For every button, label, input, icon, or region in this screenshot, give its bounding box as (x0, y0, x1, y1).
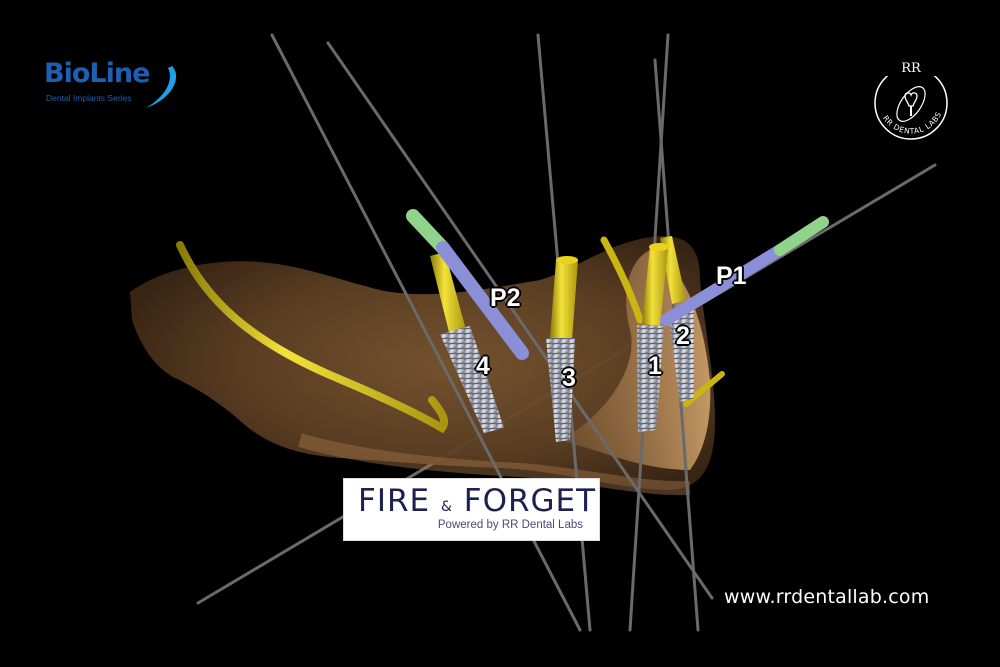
nerve-canal-lower-right (683, 371, 725, 407)
implant-label-1: 1 (648, 352, 662, 380)
product-title-amp: & (440, 499, 453, 515)
nerve-canal-right (600, 236, 644, 324)
rr-dental-labs-logo: RR RR DENTAL LABS (870, 61, 952, 144)
nerve-canal (176, 241, 449, 434)
bioline-logo: BioLine Dental Implants Series (44, 58, 184, 118)
rr-logo-initials: RR (870, 61, 952, 76)
product-title-part1: FIRE (358, 483, 431, 519)
implant-label-2: 2 (676, 322, 690, 350)
product-title: FIRE & FORGET (358, 483, 596, 519)
pin-p1[interactable] (660, 216, 829, 326)
product-subtitle: Powered by RR Dental Labs (437, 519, 583, 531)
product-title-part2: FORGET (463, 483, 597, 519)
implant-1[interactable] (637, 243, 669, 432)
fire-and-forget-banner: FIRE & FORGET Powered by RR Dental Labs (343, 478, 600, 541)
rr-logo-text: RR DENTAL LABS (881, 110, 943, 136)
pin-label-p1: P1 (716, 262, 747, 290)
implant-label-4: 4 (476, 352, 490, 380)
website-link[interactable]: www.rrdentallab.com (724, 586, 930, 608)
mandible-bone (130, 235, 715, 496)
bioline-name: BioLine (44, 58, 150, 89)
implant-3[interactable] (546, 256, 578, 442)
rr-logo-arc-text: RR DENTAL LABS (881, 110, 943, 136)
svg-text:RR DENTAL LABS: RR DENTAL LABS (881, 110, 943, 136)
bioline-swoosh-icon (146, 66, 177, 108)
implant-4[interactable] (430, 252, 504, 433)
bioline-tagline: Dental Implants Series (46, 93, 132, 103)
guide-line-p2 (326, 41, 714, 600)
pin-label-p2: P2 (490, 284, 521, 312)
pin-p2[interactable] (406, 209, 529, 360)
implant-label-3: 3 (562, 364, 576, 392)
